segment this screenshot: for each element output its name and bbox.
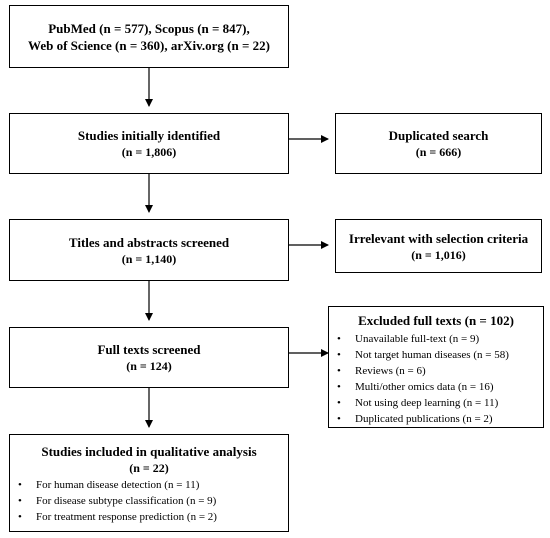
excluded-list: Unavailable full-text (n = 9) Not target… [329,331,543,427]
sources-line-2: Web of Science (n = 360), arXiv.org (n =… [28,37,270,53]
irrelevant-box: Irrelevant with selection criteria (n = … [335,219,542,273]
irrelevant-title: Irrelevant with selection criteria [348,230,529,246]
excluded-item: Not target human diseases (n = 58) [329,347,543,363]
screened-title: Titles and abstracts screened [68,234,230,250]
identified-box: Studies initially identified (n = 1,806) [9,113,289,174]
excluded-item: Not using deep learning (n = 11) [329,395,543,411]
excluded-item: Duplicated publications (n = 2) [329,411,543,427]
irrelevant-count: (n = 1,016) [411,247,466,262]
fulltexts-box: Full texts screened (n = 124) [9,327,289,388]
identified-count: (n = 1,806) [121,145,177,159]
included-list: For human disease detection (n = 11) For… [10,477,288,525]
fulltexts-count: (n = 124) [126,359,172,373]
included-count: (n = 22) [129,461,169,475]
identified-title: Studies initially identified [77,128,221,143]
duplicated-count: (n = 666) [415,145,462,159]
duplicated-title: Duplicated search [388,128,489,143]
included-item: For disease subtype classification (n = … [10,493,288,509]
included-box: Studies included in qualitative analysis… [9,434,289,532]
screened-count: (n = 1,140) [121,251,177,266]
excluded-item: Reviews (n = 6) [329,363,543,379]
excluded-item: Multi/other omics data (n = 16) [329,379,543,395]
excluded-item: Unavailable full-text (n = 9) [329,331,543,347]
duplicated-box: Duplicated search (n = 666) [335,113,542,174]
excluded-box: Excluded full texts (n = 102) Unavailabl… [328,306,544,428]
fulltexts-title: Full texts screened [97,342,201,357]
included-item: For human disease detection (n = 11) [10,477,288,493]
excluded-title: Excluded full texts (n = 102) [358,313,514,328]
included-title: Studies included in qualitative analysis [41,444,257,459]
sources-line-1: PubMed (n = 577), Scopus (n = 847), [48,20,250,36]
sources-box: PubMed (n = 577), Scopus (n = 847), Web … [9,5,289,68]
included-item: For treatment response prediction (n = 2… [10,509,288,525]
screened-box: Titles and abstracts screened (n = 1,140… [9,219,289,281]
